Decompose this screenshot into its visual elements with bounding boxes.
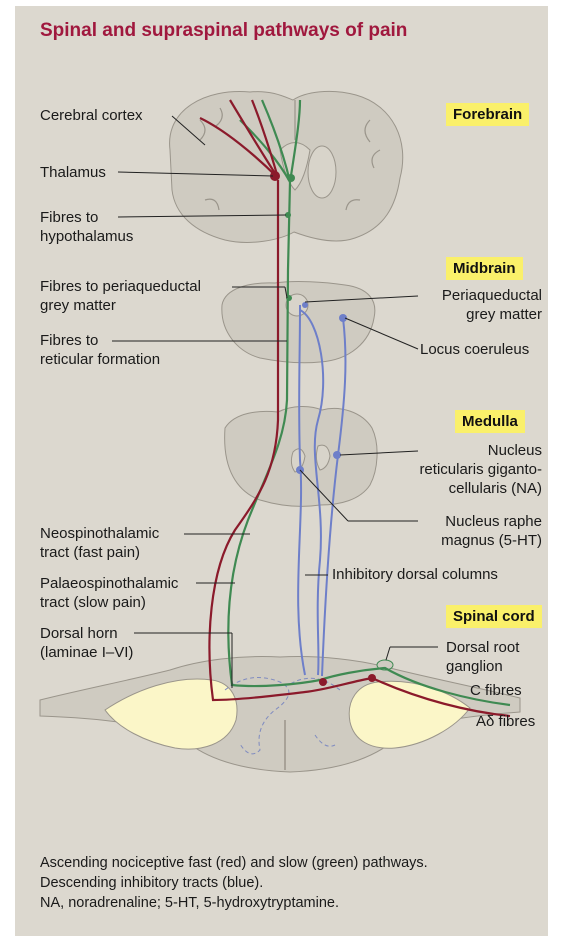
region-spinal-cord: Spinal cord [446, 605, 542, 628]
label-text: reticular formation [40, 350, 160, 369]
nrg-dot [333, 451, 341, 459]
label-text: Palaeospinothalamic [40, 574, 178, 593]
region-medulla: Medulla [455, 410, 525, 433]
label-text: Fibres to [40, 331, 160, 350]
caption-line: NA, noradrenaline; 5-HT, 5-hydroxytrypta… [40, 893, 428, 913]
label-thalamus: Thalamus [40, 163, 106, 182]
label-text: tract (fast pain) [40, 543, 159, 562]
label-text: (laminae I–VI) [40, 643, 133, 662]
label-text: grey matter [40, 296, 201, 315]
label-ad-fibres: Aδ fibres [476, 712, 535, 731]
caption-line: Descending inhibitory tracts (blue). [40, 873, 428, 893]
label-dorsal-horn: Dorsal horn(laminae I–VI) [40, 624, 133, 662]
label-text: Dorsal horn [40, 624, 133, 643]
label-text: Fibres to periaqueductal [40, 277, 201, 296]
label-text: magnus (5-HT) [441, 531, 542, 550]
label-c-fibres: C fibres [470, 681, 522, 700]
figure-caption: Ascending nociceptive fast (red) and slo… [40, 853, 428, 913]
caption-line: Ascending nociceptive fast (red) and slo… [40, 853, 428, 873]
label-text: Nucleus [419, 441, 542, 460]
pag-dot [302, 302, 308, 308]
label-text: hypothalamus [40, 227, 133, 246]
label-text: Nucleus raphe [441, 512, 542, 531]
label-text: Periaqueductal [442, 286, 542, 305]
label-text: grey matter [442, 305, 542, 324]
label-text: Dorsal root [446, 638, 519, 657]
diagram-title: Spinal and supraspinal pathways of pain [40, 20, 407, 42]
label-text: Inhibitory dorsal columns [332, 565, 498, 584]
fast-ganglion-dot [368, 674, 376, 682]
fast-dorsal-horn-dot [319, 678, 327, 686]
label-text: Cerebral cortex [40, 106, 143, 125]
label-locus-coeruleus: Locus coeruleus [420, 340, 529, 359]
label-text: Neospinothalamic [40, 524, 159, 543]
label-text: Thalamus [40, 163, 106, 182]
label-text: tract (slow pain) [40, 593, 178, 612]
thalamus-shape [308, 146, 336, 198]
label-text: C fibres [470, 681, 522, 700]
label-text: Aδ fibres [476, 712, 535, 731]
slow-thalamus-dot [287, 174, 295, 182]
region-forebrain: Forebrain [446, 103, 529, 126]
label-cerebral-cortex: Cerebral cortex [40, 106, 143, 125]
label-text: ganglion [446, 657, 519, 676]
label-text: reticularis giganto- [419, 460, 542, 479]
label-text: Locus coeruleus [420, 340, 529, 359]
label-inhibitory-columns: Inhibitory dorsal columns [332, 565, 498, 584]
label-text: cellularis (NA) [419, 479, 542, 498]
label-text: Fibres to [40, 208, 133, 227]
region-midbrain: Midbrain [446, 257, 523, 280]
